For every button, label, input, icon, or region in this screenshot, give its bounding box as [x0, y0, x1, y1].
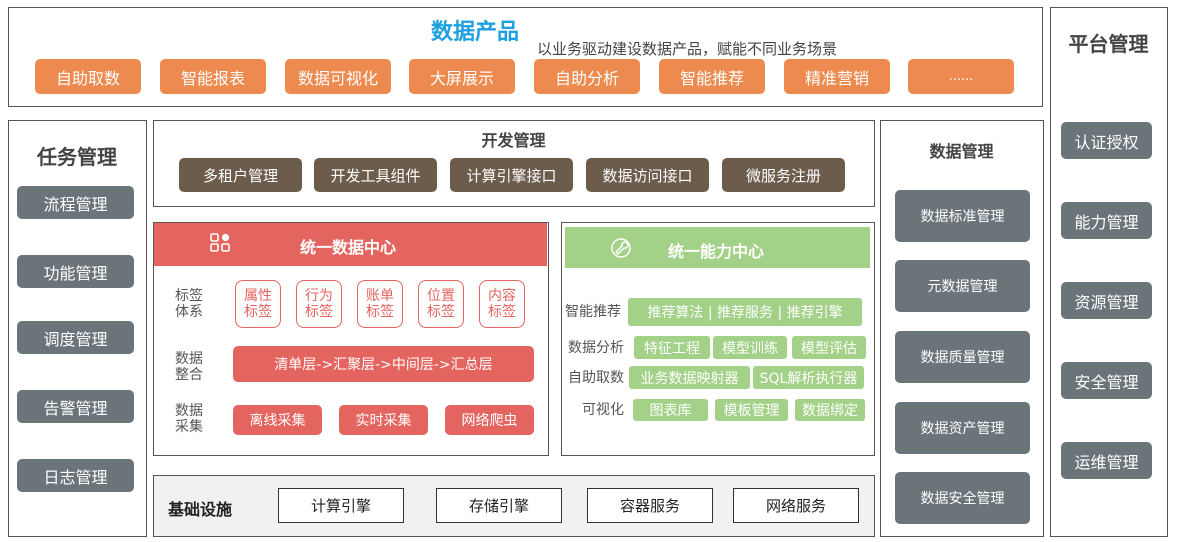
- data-management-title: 数据管理: [929, 142, 994, 161]
- ability-item: 图表库: [633, 399, 708, 421]
- data-management-panel: 数据管理 数据标准管理元数据管理数据质量管理数据资产管理数据安全管理: [880, 120, 1044, 537]
- ability-item: SQL解析执行器: [753, 366, 864, 389]
- data-mgmt-item: 数据资产管理: [895, 402, 1030, 454]
- ability-item: 模型训练: [713, 336, 787, 359]
- task-item: 告警管理: [17, 390, 134, 423]
- collection-item: 实时采集: [339, 405, 428, 435]
- product-item: 智能报表: [160, 59, 266, 94]
- tag-system-label: 标签 体系: [175, 288, 203, 320]
- task-management-title: 任务管理: [37, 145, 117, 169]
- ability-item: 模板管理: [715, 399, 788, 421]
- dev-item: 计算引擎接口: [450, 158, 573, 192]
- product-item: 智能推荐: [659, 59, 765, 94]
- data-products-subtitle: 以业务驱动建设数据产品，赋能不同业务场景: [537, 40, 838, 58]
- task-item: 流程管理: [17, 186, 134, 219]
- tag-item: 位置 标签: [418, 280, 464, 328]
- data-center-panel: 统一数据中心 标签 体系 属性 标签行为 标签账单 标签位置 标签内容 标签 数…: [153, 222, 549, 456]
- data-mgmt-item: 数据标准管理: [895, 190, 1030, 242]
- dev-item: 多租户管理: [179, 158, 302, 192]
- collection-item: 离线采集: [233, 405, 322, 435]
- ability-center-header: 统一能力中心: [565, 227, 870, 268]
- ability-item: 业务数据映射器: [629, 366, 750, 389]
- dev-item: 数据访问接口: [586, 158, 709, 192]
- tag-item: 属性 标签: [235, 280, 281, 328]
- platform-management-title: 平台管理: [1068, 32, 1149, 56]
- infrastructure-title: 基础设施: [168, 500, 233, 519]
- wrench-icon: [610, 237, 632, 259]
- task-item: 调度管理: [17, 321, 134, 354]
- ability-center-title: 统一能力中心: [668, 242, 765, 261]
- infra-item: 计算引擎: [278, 488, 404, 523]
- data-center-header: 统一数据中心: [154, 223, 547, 266]
- ability-item: 推荐算法 | 推荐服务 | 推荐引擎: [628, 298, 862, 326]
- platform-item: 安全管理: [1061, 362, 1152, 399]
- platform-item: 资源管理: [1061, 282, 1152, 319]
- ability-item: 数据绑定: [795, 399, 865, 421]
- data-mgmt-item: 数据安全管理: [895, 472, 1030, 524]
- infrastructure-panel: 基础设施 计算引擎存储引擎容器服务网络服务: [153, 475, 875, 537]
- task-item: 日志管理: [17, 459, 134, 492]
- data-products-panel: 数据产品 以业务驱动建设数据产品，赋能不同业务场景 自助取数智能报表数据可视化大…: [8, 7, 1043, 107]
- tag-item: 账单 标签: [357, 280, 403, 328]
- platform-item: 运维管理: [1061, 442, 1152, 479]
- product-item: 自助取数: [35, 59, 141, 94]
- product-item: 数据可视化: [285, 59, 391, 94]
- dev-item: 开发工具组件: [314, 158, 437, 192]
- dev-management-panel: 开发管理 多租户管理开发工具组件计算引擎接口数据访问接口微服务注册: [153, 120, 875, 207]
- infra-item: 存储引擎: [436, 488, 562, 523]
- data-integration-label: 数据 整合: [175, 351, 203, 383]
- product-item: 大屏展示: [409, 59, 515, 94]
- data-mgmt-item: 数据质量管理: [895, 331, 1030, 383]
- infra-item: 网络服务: [733, 488, 859, 523]
- dev-item: 微服务注册: [722, 158, 845, 192]
- infra-item: 容器服务: [587, 488, 713, 523]
- platform-management-panel: 平台管理 认证授权能力管理资源管理安全管理运维管理: [1050, 7, 1168, 537]
- platform-item: 能力管理: [1061, 202, 1152, 239]
- data-mgmt-item: 元数据管理: [895, 260, 1030, 312]
- task-management-panel: 任务管理 流程管理功能管理调度管理告警管理日志管理: [8, 120, 147, 537]
- ability-row-label: 自助取数: [568, 369, 624, 386]
- product-item: ......: [908, 59, 1014, 94]
- data-integration-flow: 清单层->汇聚层->中间层->汇总层: [233, 346, 534, 382]
- data-center-title: 统一数据中心: [300, 238, 397, 257]
- task-item: 功能管理: [17, 255, 134, 288]
- data-products-title: 数据产品: [431, 20, 520, 45]
- ability-row-label: 智能推荐: [565, 304, 621, 320]
- ability-item: 模型评估: [792, 336, 866, 359]
- tag-item: 行为 标签: [296, 280, 342, 328]
- ability-item: 特征工程: [634, 336, 710, 359]
- ability-row-label: 可视化: [582, 402, 624, 418]
- data-collection-label: 数据 采集: [175, 403, 203, 435]
- platform-item: 认证授权: [1061, 122, 1152, 159]
- product-item: 精准营销: [784, 59, 890, 94]
- collection-item: 网络爬虫: [445, 405, 534, 435]
- tag-item: 内容 标签: [479, 280, 525, 328]
- product-item: 自助分析: [534, 59, 640, 94]
- grid-icon: [210, 233, 230, 253]
- dev-management-title: 开发管理: [481, 131, 546, 150]
- ability-center-panel: 统一能力中心 智能推荐推荐算法 | 推荐服务 | 推荐引擎数据分析特征工程模型训…: [561, 222, 875, 456]
- ability-row-label: 数据分析: [568, 339, 624, 356]
